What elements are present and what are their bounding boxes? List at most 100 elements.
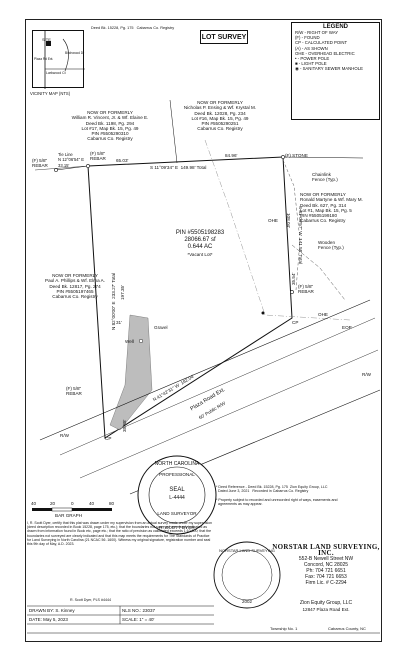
label-north-total: S 11°09'34" E 149.98' Total	[150, 165, 207, 170]
firm-license: Firm Lic. # C-2294	[305, 580, 347, 586]
road-rw-north	[39, 299, 371, 441]
legend-title: LEGEND	[322, 24, 348, 30]
adjoiner-east: NOW OR FORMERLY Ronald Martyne & Wf. Mar…	[300, 192, 363, 224]
property-boundary	[87, 156, 293, 439]
firm-phone: Ph: 704 721 6651	[306, 568, 346, 574]
wooden-fence	[291, 244, 346, 301]
legend-item: R/W - RIGHT OF WAY	[295, 30, 339, 35]
firm-city: Concord, NC 28025	[303, 562, 349, 568]
road-eop-south	[79, 349, 379, 479]
firm-info: NORSTAR LAND SURVEYING, INC. 552-B Newel…	[272, 543, 380, 587]
deed-reference-note: * Deed Reference - Deed Bk. 15228, Pg. 1…	[216, 485, 328, 494]
property-note: * Property subject to recorded and unrec…	[216, 498, 338, 507]
legend-item: ■ - LIGHT POLE	[295, 61, 327, 67]
firm-fax: Fax: 704 721 6653	[305, 574, 347, 580]
adjoiner-north-left: NOW OR FORMERLY William R. Vincent, Jr. …	[71, 110, 149, 142]
firm-name: NORSTAR LAND SURVEYING, INC.	[272, 543, 380, 557]
label-chainlink: Chainlink Fence (Typ.)	[312, 172, 338, 183]
label-gravel: Gravel	[154, 325, 168, 330]
label-dist-65: 65.03'	[116, 158, 129, 163]
drawing-scale: SCALE: 1" = 40'	[122, 617, 155, 622]
seal-type: PROFESSIONAL	[159, 472, 195, 477]
scale-tick: 80	[109, 501, 115, 506]
vicinity-road-label: Larkwood Ct	[46, 71, 66, 75]
legend-item: (A) - AS SHOWN	[295, 45, 328, 51]
page-title: LOT SURVEY	[200, 30, 248, 44]
surveyor-signature-name: R. Scott Dyer, PLS #4444	[70, 598, 111, 602]
legend-item: (F) - FOUND	[295, 35, 320, 41]
drawn-by: DRAWN BY: S. Kinney	[29, 608, 75, 613]
township: Township No. 1	[270, 626, 298, 631]
rebar-monument-n	[86, 164, 90, 168]
gravel-area	[109, 314, 153, 431]
road-eop-north	[59, 317, 376, 456]
label-wooden-fence: Wooden Fence (Typ.)	[318, 240, 344, 251]
label-stone: (F) STONE	[285, 153, 308, 158]
rebar-monument-nw	[54, 168, 58, 172]
scale-label: BAR GRAPH	[55, 513, 83, 518]
seal-state: NORTH CAROLINA	[154, 461, 200, 467]
parcel-vacant: *Vacant Lot*	[187, 252, 213, 257]
lot-line-west	[34, 165, 89, 171]
label-rebar-nw: (F) 5/8" REBAR	[32, 158, 48, 169]
county: Cabarrus County, NC	[328, 626, 366, 631]
label-rebar-n: (F) 5/8" REBAR	[90, 151, 106, 162]
label-ohe: OHE	[268, 218, 278, 223]
scale-tick: 40	[89, 501, 95, 506]
legend: LEGEND R/W - RIGHT OF WAY (F) - FOUND CP…	[291, 22, 380, 120]
overhead-electric-line	[204, 139, 351, 321]
label-rebar-sw: (F) 5/8" REBAR	[66, 386, 82, 397]
rebar-monument-se	[290, 290, 294, 294]
lot-line-east	[282, 156, 364, 159]
label-rebar-se: (F) 5/8" REBAR	[298, 284, 314, 295]
parcel-area-ac: 0.644 AC	[187, 244, 213, 250]
stone-monument	[281, 155, 285, 159]
firm-seal-text: NORSTAR LAND SURVEYING	[219, 548, 275, 553]
label-dist-84: 84.96'	[225, 153, 238, 158]
nls-number: NLS NO.: 23037	[122, 608, 156, 613]
adjoiner-north-right: NOW OR FORMERLY Nicholas P. Ensing & Wf.…	[183, 100, 257, 132]
vicinity-site-label: SITE	[42, 37, 51, 42]
well-icon	[138, 338, 144, 344]
scale-tick: 40	[31, 501, 37, 506]
label-cp-sw: CP	[105, 436, 112, 441]
seal-label: SEAL	[169, 487, 185, 493]
label-eop: EOP	[342, 325, 352, 330]
vicinity-road-label: Plaza Rd Ext.	[34, 57, 54, 61]
label-cp-se: CP	[292, 320, 299, 325]
seal-name: R. SCOTT DYER	[159, 525, 195, 530]
survey-date: DATE: May 5, 2023	[29, 617, 68, 622]
legend-item: • - POWER POLE	[295, 56, 330, 62]
deed-reference-header: Deed Bk. 15228, Pg. 175 Cabarrus Co. Reg…	[91, 26, 175, 30]
seal-number: L-4444	[169, 495, 185, 501]
firm-seal-year: 2002	[241, 599, 252, 604]
power-pole-icon	[261, 311, 265, 315]
vicinity-road-label: Birchwood Dr	[65, 51, 85, 55]
sheet-border	[25, 19, 382, 642]
client-address: 12847 Plaza Road Ext.	[302, 607, 350, 612]
label-rw-right: R/W	[362, 372, 371, 377]
client-name: Zion Equity Group, LLC	[299, 600, 353, 606]
seal-role: LAND SURVEYOR	[157, 511, 197, 516]
vicinity-map: SITE Larkwood Ct Birchwood Dr Plaza Rd E…	[32, 30, 85, 89]
firm-address: 552-B Newell Street NW	[298, 556, 354, 562]
legend-item: ◉ - SANITARY SEWER MANHOLE	[295, 66, 363, 72]
parcel-area-sf: 28066.67 sf	[184, 237, 216, 243]
parcel-pin: PIN #5505198283	[175, 230, 225, 236]
label-ohe: OHE	[318, 312, 328, 317]
vicinity-map-drawing	[44, 31, 85, 89]
legend-item: OHE - OVERHEAD ELECTRIC	[295, 50, 355, 56]
label-rw-left: R/W	[60, 433, 69, 438]
vicinity-map-caption: VICINITY MAP (NTS)	[30, 91, 71, 96]
lot-line-north-divider	[169, 99, 178, 164]
label-well: Well	[125, 339, 134, 344]
tie-line	[55, 165, 89, 171]
scale-tick: 0	[71, 501, 74, 506]
scale-tick: 20	[50, 501, 56, 506]
legend-item: CP - CALCULATED POINT	[295, 40, 348, 46]
